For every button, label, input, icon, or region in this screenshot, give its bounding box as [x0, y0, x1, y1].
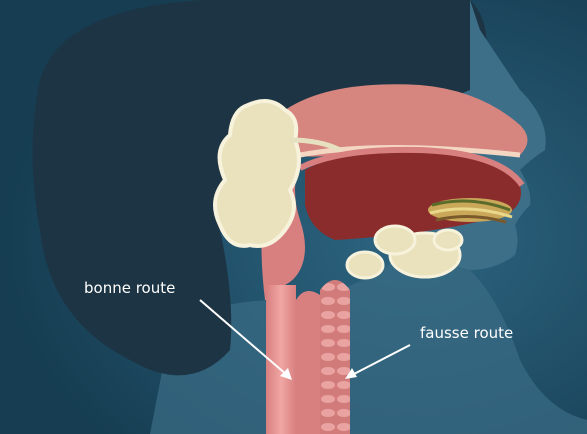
tube-separator	[296, 291, 320, 434]
food-in-mouth	[428, 198, 512, 222]
label-fausse-route: fausse route	[420, 324, 513, 342]
label-bonne-route: bonne route	[84, 279, 175, 297]
ringed-tube	[320, 280, 350, 434]
